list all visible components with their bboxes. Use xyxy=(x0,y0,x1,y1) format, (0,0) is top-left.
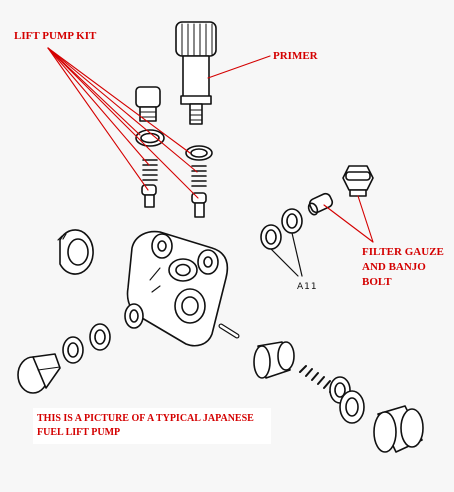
piston-sleeve xyxy=(253,341,295,379)
filter-line-1 xyxy=(357,195,374,243)
all-washer-2-hole xyxy=(286,213,298,229)
callout-lines xyxy=(47,47,374,243)
all-washer-1-hole xyxy=(265,229,277,245)
all-washer-1 xyxy=(260,224,282,250)
filter-line-2 xyxy=(323,204,374,243)
kit-valve-1 xyxy=(141,184,157,208)
left-washer-2-hole xyxy=(94,329,106,345)
label-filter-gauze-banjo-bolt: FILTER GAUZE AND BANJO BOLT xyxy=(362,246,444,288)
kit-washer-1 xyxy=(135,129,165,147)
pump-cap xyxy=(57,229,94,275)
left-washer-2 xyxy=(89,323,111,351)
kit-spring-1 xyxy=(142,159,158,181)
left-washer-1-hole xyxy=(67,342,79,358)
plug-bolt xyxy=(135,86,161,122)
kit-washer-2 xyxy=(185,145,213,161)
right-washer-1-hole xyxy=(334,382,346,398)
kit-line-1 xyxy=(47,47,141,136)
left-bolt xyxy=(17,353,61,394)
right-washer-2 xyxy=(339,390,365,424)
primer-line xyxy=(207,55,271,79)
kit-washer-2-hole xyxy=(190,148,208,158)
pump-body xyxy=(124,230,229,347)
left-washer-1 xyxy=(62,336,84,364)
kit-spring-2 xyxy=(191,165,207,187)
end-plug xyxy=(373,405,424,453)
pump-pin-inner xyxy=(219,324,239,338)
kit-line-5 xyxy=(47,47,198,173)
banjo-bolt xyxy=(342,165,374,197)
primer-plunger xyxy=(175,21,217,125)
filter-gauze xyxy=(307,192,334,216)
kit-line-3 xyxy=(47,47,149,191)
kit-line-6 xyxy=(47,47,199,199)
label-all: A11 xyxy=(297,282,318,292)
right-washer-2-hole xyxy=(345,397,359,417)
piston-spring xyxy=(299,365,337,393)
all-washer-2 xyxy=(281,208,303,234)
all-leader-lines xyxy=(270,232,303,277)
kit-line-2 xyxy=(47,47,150,166)
kit-valve-2 xyxy=(191,192,207,218)
kit-line-4 xyxy=(47,47,191,154)
caption-box: THIS IS A PICTURE OF A TYPICAL JAPANESE … xyxy=(33,408,271,444)
label-lift-pump-kit: LIFT PUMP KIT xyxy=(14,30,97,42)
label-primer: PRIMER xyxy=(273,50,318,62)
